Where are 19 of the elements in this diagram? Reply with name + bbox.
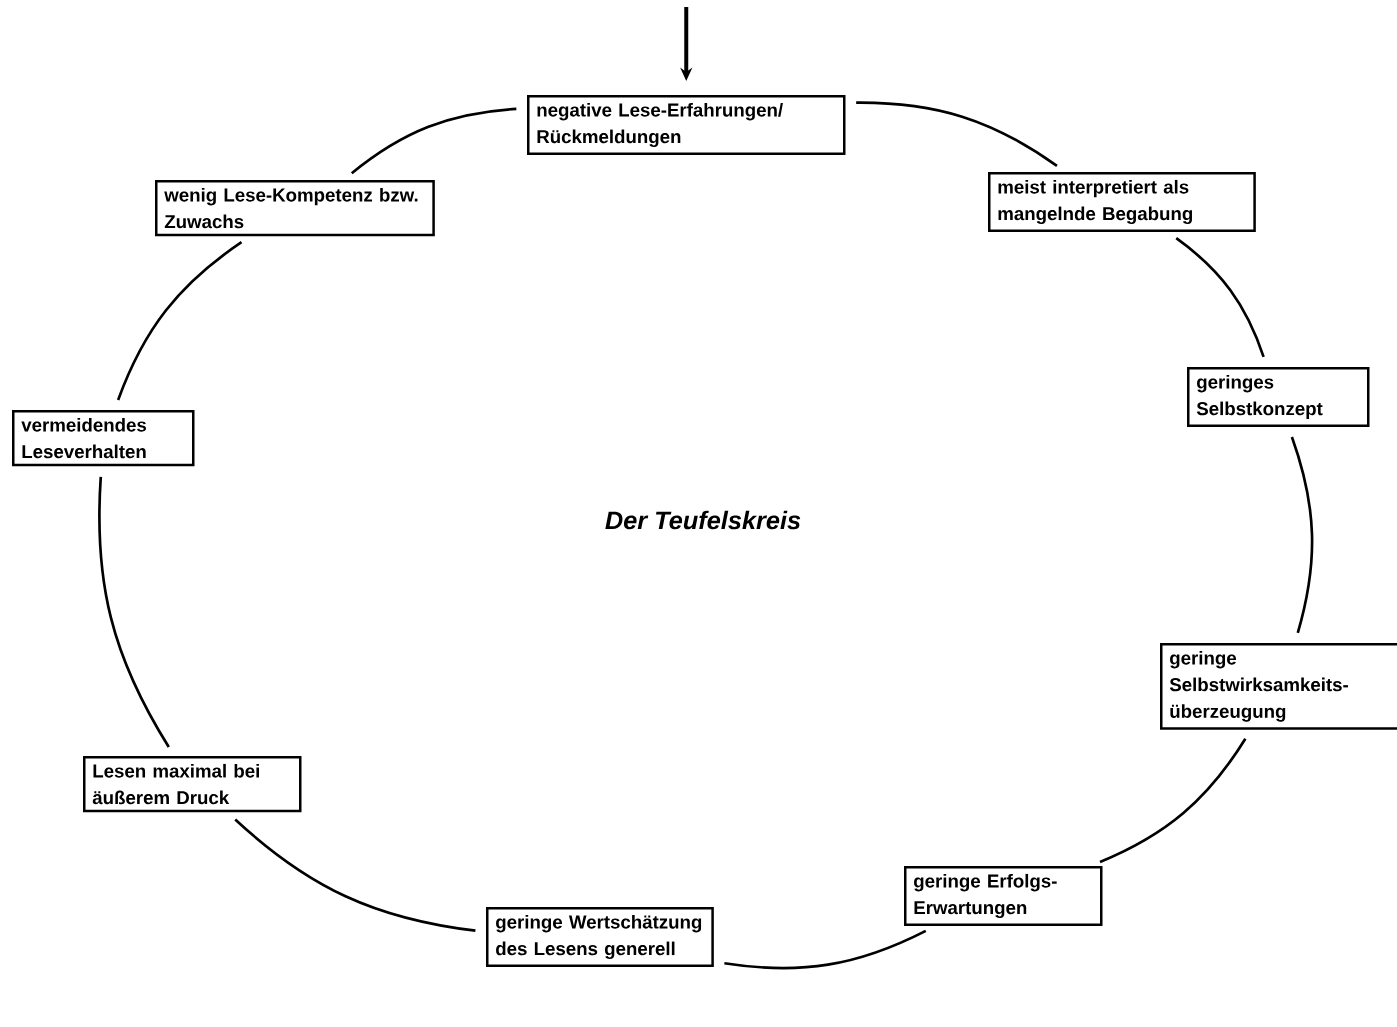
connector-arc: [1175, 237, 1265, 358]
diagram-title: Der Teufelskreis: [605, 510, 801, 530]
connector-arc: [724, 929, 927, 970]
connector-arc: [1290, 436, 1314, 634]
process-box: geringe Selbstwirksamkeits- überzeugung: [1160, 643, 1397, 730]
process-box: wenig Lese-Kompetenz bzw. Zuwachs: [155, 180, 435, 237]
process-box: geringe Erfolgs- Erwartungen: [904, 866, 1103, 926]
process-box: vermeidendes Leseverhalten: [12, 410, 195, 467]
connector-arc: [1099, 738, 1247, 864]
connector-arc: [98, 476, 170, 748]
connector-arc: [856, 101, 1058, 167]
connector-arc: [234, 818, 476, 932]
process-box: meist interpretiert als mangelnde Begabung: [988, 172, 1256, 232]
process-box: geringes Selbstkonzept: [1187, 367, 1370, 427]
process-box: negative Lese-Erfahrungen/ Rückmeldungen: [527, 95, 846, 155]
connector-arc: [116, 241, 243, 401]
process-box: Lesen maximal bei äußerem Druck: [83, 756, 302, 813]
connector-arc: [350, 107, 517, 175]
process-box: geringe Wertschätzung des Lesens generell: [486, 907, 714, 967]
